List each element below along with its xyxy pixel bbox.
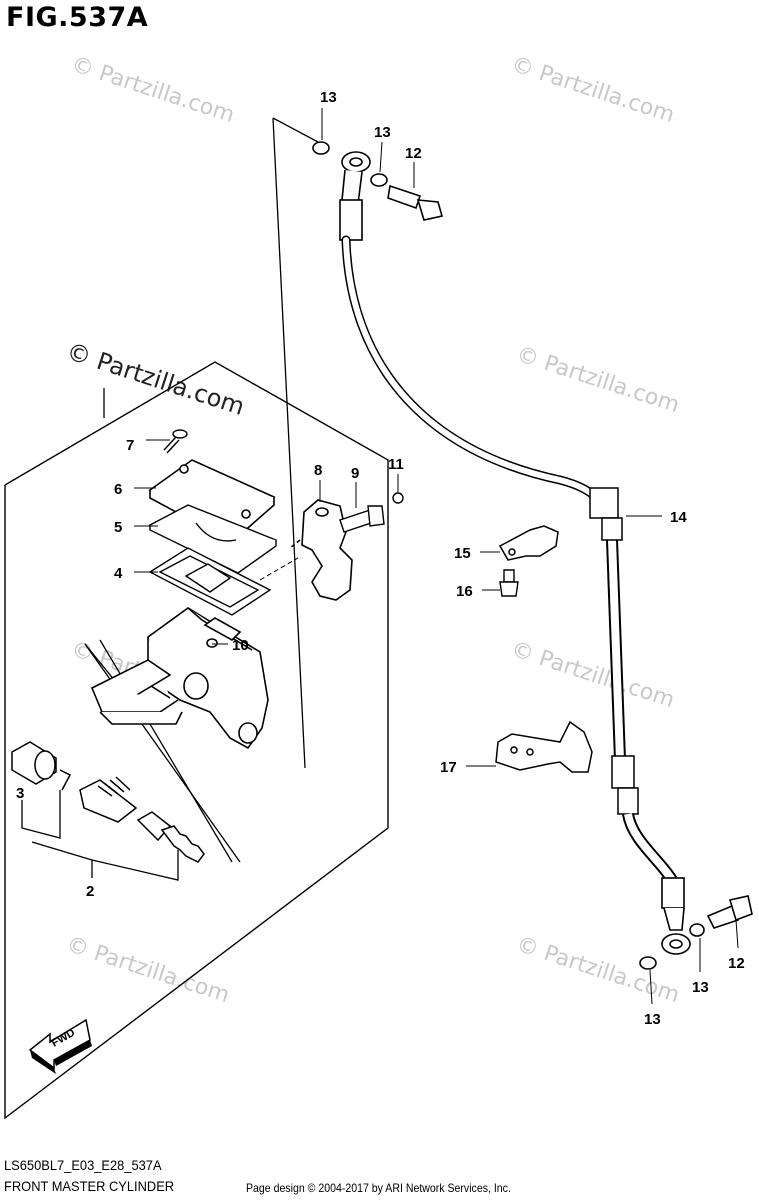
callout-5: 5 [114, 519, 122, 536]
screw-7 [163, 429, 188, 454]
callout-4: 4 [114, 565, 123, 582]
figure-code: LS650BL7_E03_E28_537A [4, 1157, 162, 1173]
callout-10: 10 [232, 637, 249, 654]
callout-labels: 13 13 12 7 6 5 4 8 9 11 10 3 2 14 15 16 … [16, 89, 745, 1028]
watermark-text: © Partzilla.com [63, 932, 232, 1008]
hose-fittings [589, 487, 639, 815]
callout-12: 12 [728, 955, 745, 972]
bolt-16 [499, 569, 519, 597]
frame-ref-line [272, 117, 319, 143]
figure-name: FRONT MASTER CYLINDER [4, 1178, 175, 1194]
watermark-text: © Partzilla.com [68, 52, 237, 128]
fwd-arrow-icon: FWD [28, 1018, 92, 1074]
callout-3: 3 [16, 785, 24, 802]
watermark-text: © Partzilla.com [508, 52, 677, 128]
banjo-lower [639, 877, 753, 970]
callout-12: 12 [405, 145, 422, 162]
callout-brackets [21, 790, 179, 881]
callout-9: 9 [351, 465, 359, 482]
callout-17: 17 [440, 759, 457, 776]
bolt-9 [339, 505, 385, 533]
watermark-text: © Partzilla.com [513, 932, 682, 1008]
callout-15: 15 [454, 545, 471, 562]
diaphragm-plate [148, 504, 278, 574]
diaphragm-gasket [148, 547, 272, 616]
copyright-notice: Page design © 2004-2017 by ARI Network S… [246, 1181, 511, 1195]
piston-kit [11, 741, 205, 863]
callout-13: 13 [692, 979, 709, 996]
callout-16: 16 [456, 583, 473, 600]
assembly-frame [4, 361, 389, 1120]
callout-8: 8 [314, 462, 322, 479]
callout-13: 13 [644, 1011, 661, 1028]
hose-bracket-17 [495, 720, 593, 773]
callout-13: 13 [374, 124, 391, 141]
hose-clamp-15 [498, 525, 559, 561]
frame-ref-line [272, 117, 306, 769]
figure-title: FIG.537A [6, 2, 149, 33]
nut-11 [392, 492, 404, 504]
master-cylinder-body [90, 607, 269, 750]
callout-leaders [134, 108, 739, 1005]
callout-14: 14 [670, 509, 687, 526]
callout-6: 6 [114, 481, 122, 498]
callout-13: 13 [320, 89, 337, 106]
watermark-text: © Partzilla.com [513, 342, 682, 418]
leader-dash [259, 557, 299, 581]
lever-holder [289, 499, 353, 601]
watermark-text: © Partzilla.com [508, 637, 677, 713]
watermark-prominent: © Partzilla.com [63, 337, 248, 421]
callout-2: 2 [86, 883, 94, 900]
callout-11: 11 [388, 456, 404, 473]
banjo-upper [312, 141, 444, 241]
callout-7: 7 [126, 437, 134, 454]
brake-hose [341, 235, 617, 545]
